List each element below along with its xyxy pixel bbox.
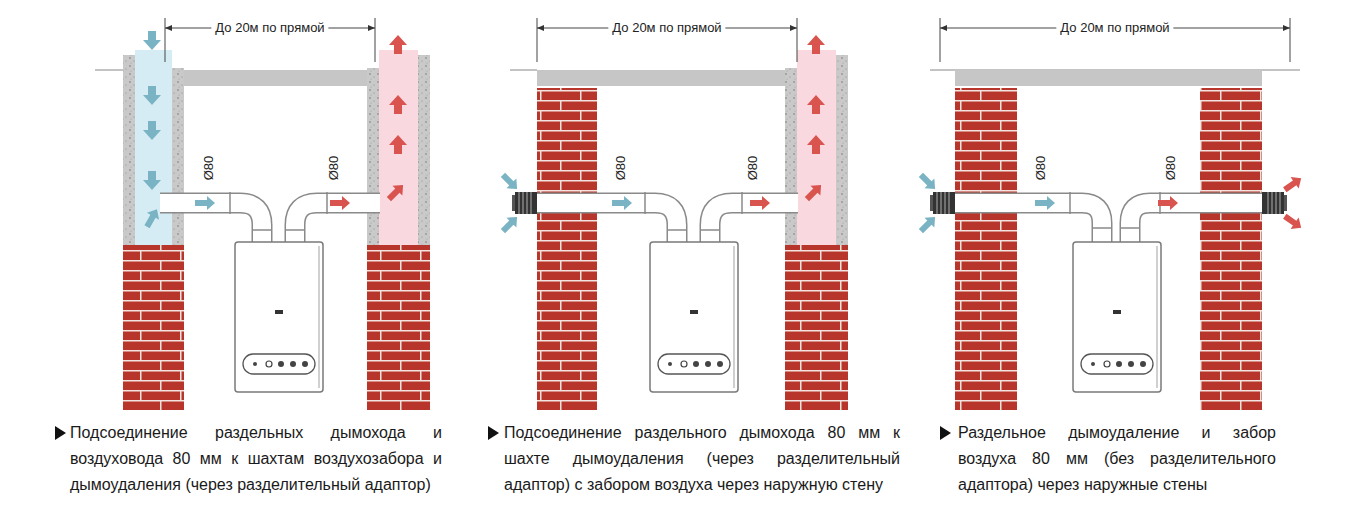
caption: Подсоединение раздельных дымохода и возд… [70,420,442,498]
dimension-label: До 20м по прямой [608,20,725,36]
bullet [55,426,66,440]
diameter-label: Ø80 [1163,156,1178,181]
diameter-label: Ø80 [201,156,216,181]
panel-1 [95,18,430,410]
bullet [488,426,499,440]
panel-3 [916,18,1305,410]
caption: Раздельное дымоудаление и забор воздуха … [958,420,1276,498]
bullet [940,426,951,440]
caption: Подсоединение раздельного дымохода 80 мм… [504,420,900,498]
diameter-label: Ø80 [745,156,760,181]
dimension-label: До 20м по прямой [1056,20,1173,36]
diameter-label: Ø80 [613,156,628,181]
diameter-label: Ø80 [1033,156,1048,181]
dimension-label: До 20м по прямой [211,20,328,36]
panel-2 [498,18,848,410]
diameter-label: Ø80 [326,156,341,181]
